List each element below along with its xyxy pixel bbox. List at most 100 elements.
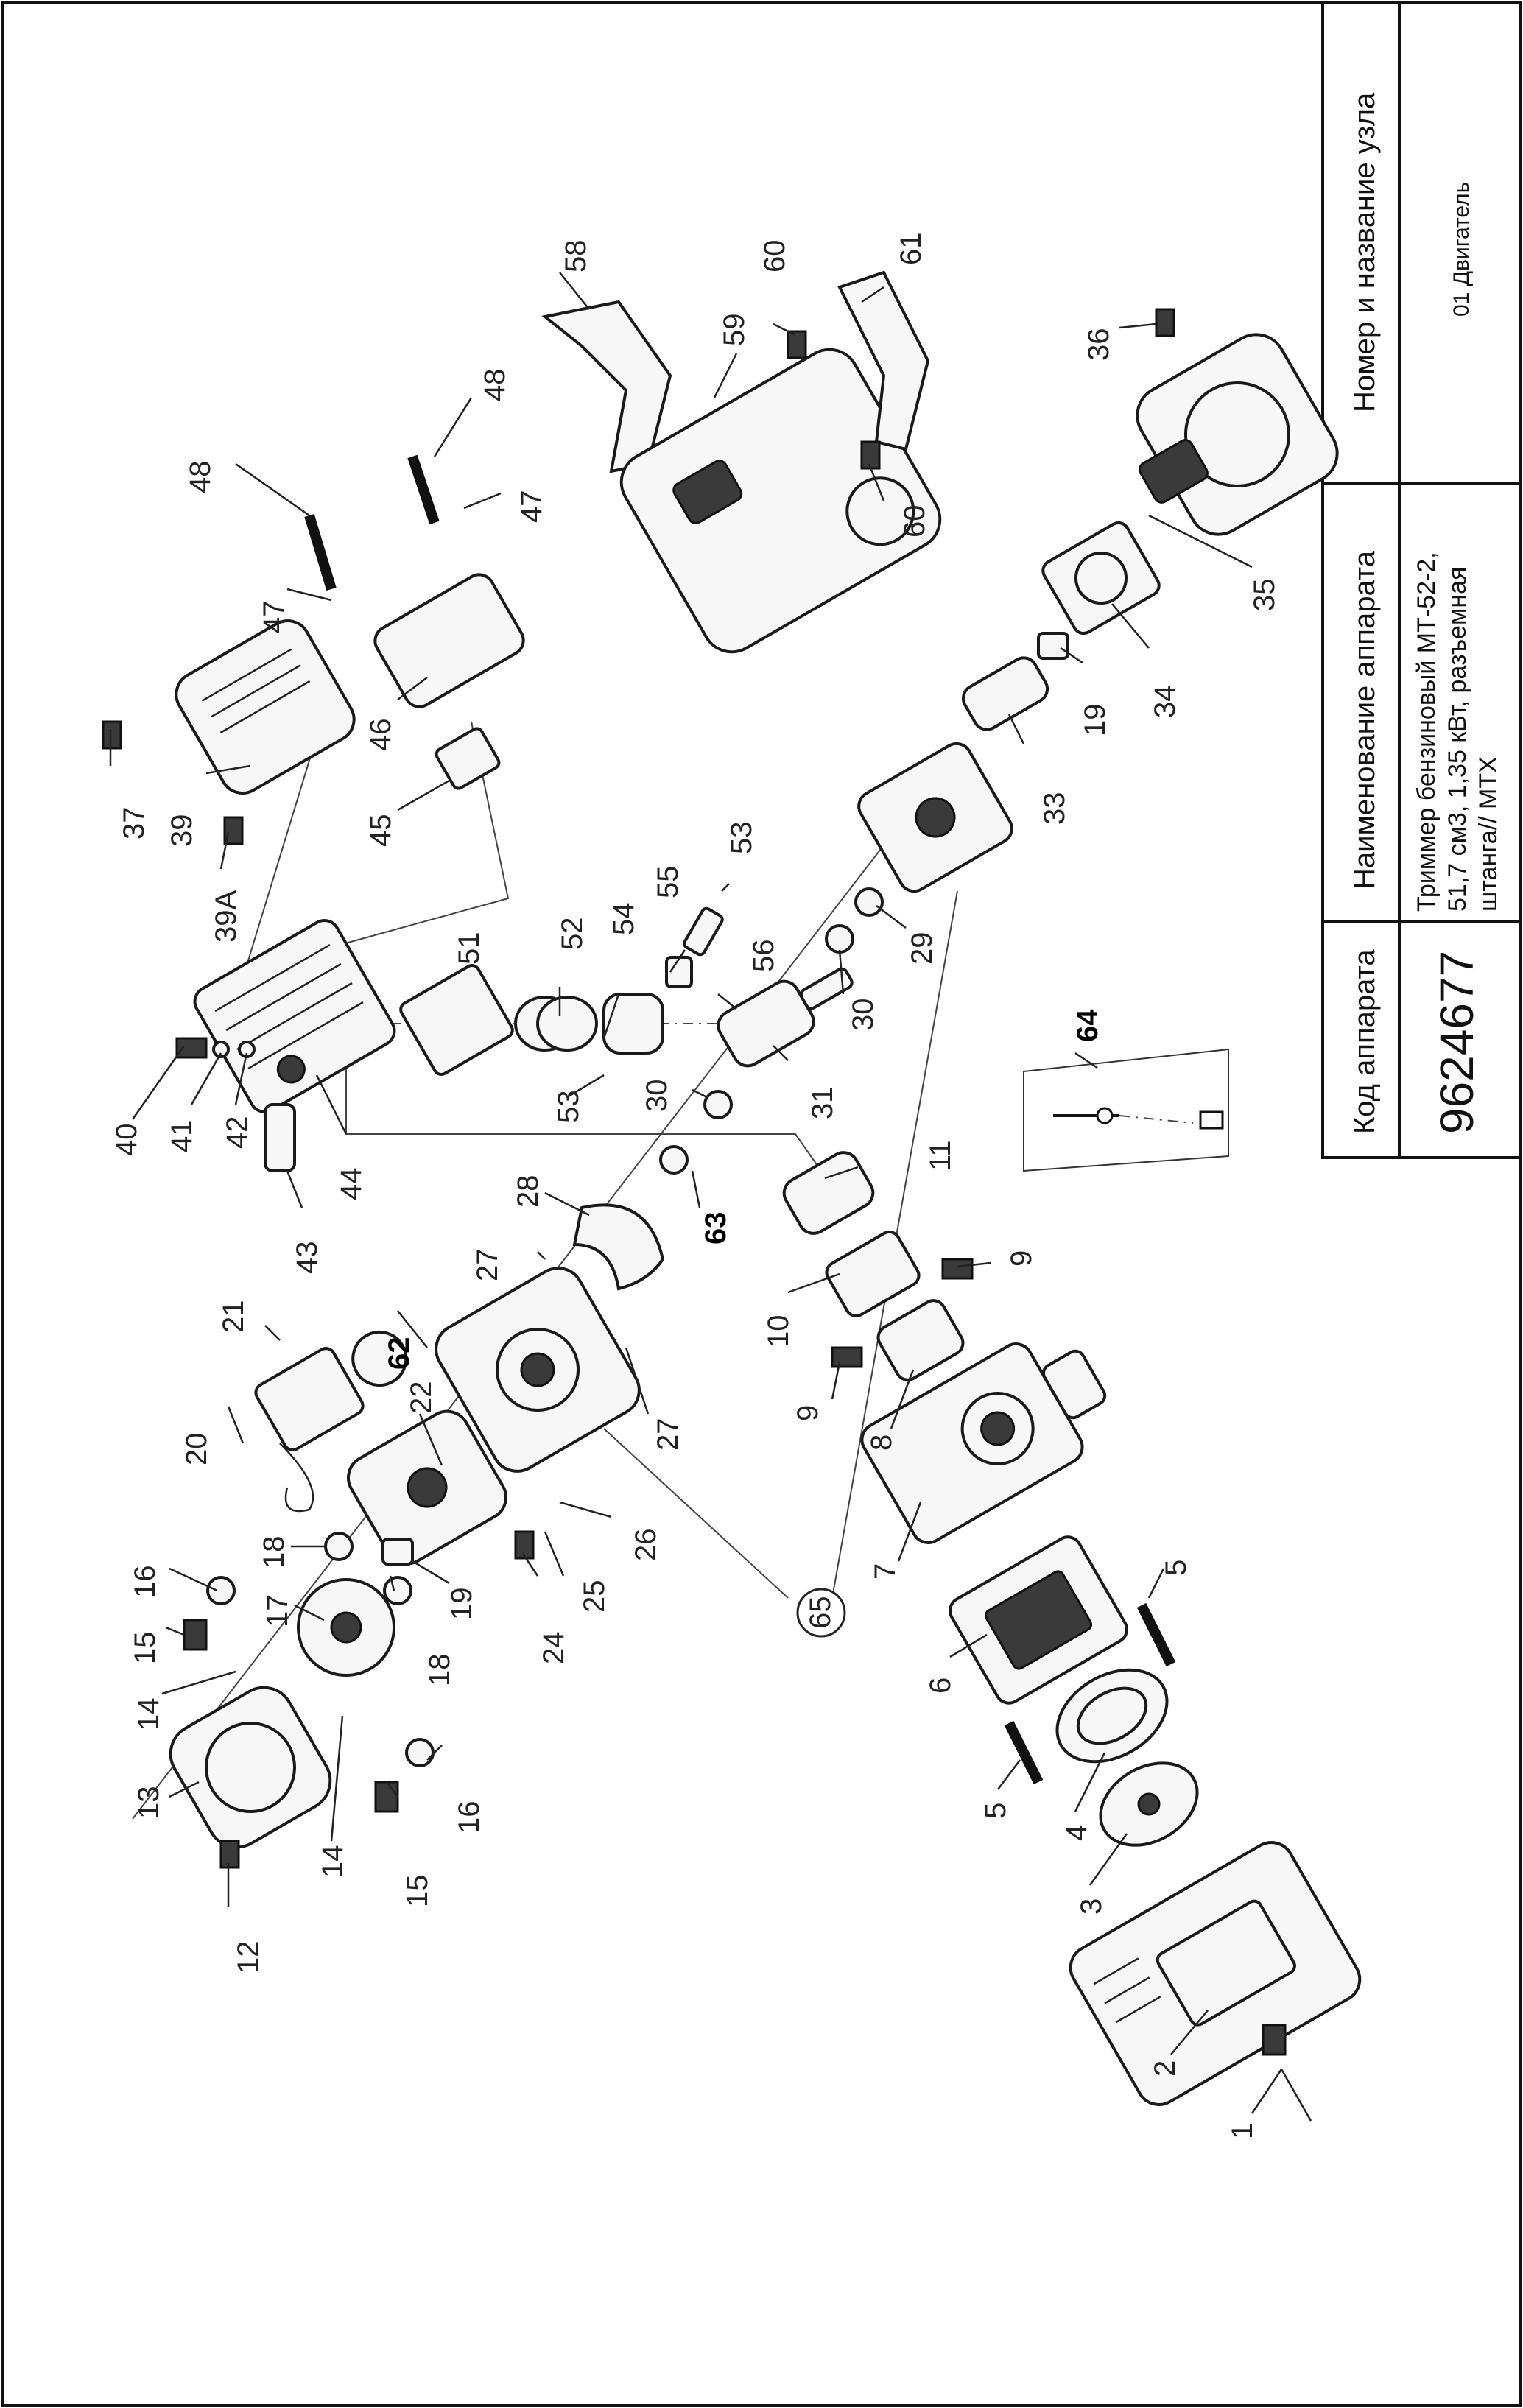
label-56: 56 [748, 940, 780, 973]
label-15b: 15 [401, 1875, 434, 1908]
label-37: 37 [118, 807, 150, 840]
label-5a: 5 [979, 1803, 1012, 1819]
label-59: 59 [718, 314, 750, 347]
label-9b: 9 [1005, 1250, 1038, 1267]
bearing-shape [703, 1090, 733, 1119]
label-19b: 19 [1079, 704, 1111, 737]
bracket-shape [541, 300, 672, 473]
label-45: 45 [365, 814, 397, 848]
label-48a: 48 [184, 461, 217, 494]
label-31: 31 [806, 1087, 839, 1120]
crankcase-shape [435, 1267, 641, 1473]
label-5b: 5 [1160, 1560, 1192, 1576]
label-42: 42 [221, 1116, 253, 1150]
unit-value: 01 Двигатель [1449, 182, 1474, 317]
label-65: 65 [804, 1596, 837, 1630]
bolt-head-shape [1155, 308, 1175, 337]
label-27a: 27 [471, 1249, 504, 1282]
label-40: 40 [110, 1124, 143, 1157]
label-11: 11 [924, 1140, 957, 1171]
carburetor-shape [860, 1342, 1107, 1544]
part-shapes [102, 270, 1362, 2106]
code-value: 9624677 [1430, 951, 1483, 1134]
label-30a: 30 [847, 999, 879, 1032]
label-48b: 48 [479, 369, 511, 402]
label-39a: 39A [210, 890, 242, 943]
label-30b: 30 [641, 1080, 673, 1113]
label-14a: 14 [133, 1698, 165, 1731]
bolt-head-shape [941, 1258, 974, 1280]
washer-shape [324, 1532, 354, 1561]
insulator-shape [825, 1230, 921, 1318]
bolt-shape [1136, 1602, 1176, 1667]
label-19a: 19 [446, 1588, 478, 1621]
label-14b: 14 [317, 1845, 349, 1879]
muffler-shape [373, 573, 525, 708]
label-24: 24 [538, 1632, 570, 1665]
piston-ring-shape [536, 996, 598, 1052]
bolt-head-shape [831, 1346, 863, 1368]
label-52: 52 [556, 918, 588, 951]
label-39: 39 [166, 814, 198, 848]
label-46: 46 [365, 719, 397, 752]
bearing-shape [381, 1538, 414, 1566]
washer-shape [383, 1576, 412, 1605]
washer-shape [405, 1738, 435, 1767]
label-13: 13 [133, 1786, 165, 1820]
label-47a: 47 [258, 601, 290, 634]
label-4: 4 [1061, 1825, 1093, 1841]
label-20: 20 [180, 1433, 213, 1466]
header-code: Код аппарата [1348, 949, 1381, 1134]
label-7: 7 [869, 1563, 901, 1580]
part-labels: 1 2 3 4 5 5 6 7 8 9 9 10 11 12 13 14 14 … [110, 233, 1281, 2140]
name-value-line2: 51,7 см3, 1,35 кВт, разъемная [1443, 567, 1471, 912]
label-1: 1 [1226, 2123, 1259, 2139]
bearing-shape [1037, 632, 1069, 660]
label-47b: 47 [516, 490, 548, 524]
label-17: 17 [261, 1595, 294, 1628]
label-60a: 60 [759, 240, 791, 273]
bolt-head-shape [102, 720, 122, 750]
header-unit: Номер и название узла [1348, 92, 1381, 412]
seal-shape [572, 1203, 665, 1291]
label-36: 36 [1083, 328, 1115, 362]
cylinder-gasket-shape [399, 964, 514, 1076]
flywheel-shape [347, 1409, 507, 1566]
label-8: 8 [865, 1434, 898, 1451]
label-6: 6 [924, 1677, 957, 1694]
label-9a: 9 [792, 1405, 824, 1421]
leader-lines [109, 272, 1312, 2122]
title-block: Код аппарата 9624677 Наименование аппара… [1321, 1, 1522, 1159]
label-35: 35 [1248, 579, 1281, 612]
bolt-shape [304, 513, 337, 591]
label-12: 12 [232, 1941, 264, 1974]
needle-bearing-shape [683, 906, 724, 957]
name-value-line1: Триммер бензиновый МТ-52-2, [1413, 552, 1441, 912]
label-27b: 27 [652, 1418, 684, 1451]
label-41: 41 [166, 1120, 198, 1153]
bearing-shape [659, 1145, 689, 1175]
bolt-head-shape [514, 1530, 535, 1560]
name-value-line3: штанга// МТХ [1474, 756, 1502, 912]
piston-shape [602, 993, 664, 1055]
bolt-shape [407, 454, 440, 525]
label-16a: 16 [129, 1566, 161, 1599]
label-2: 2 [1149, 2060, 1181, 2077]
fan-housing-shape [1069, 1841, 1362, 2106]
washer-shape [206, 1576, 236, 1605]
seal-shape [961, 656, 1049, 731]
label-28: 28 [512, 1175, 544, 1208]
label-64: 64 [1072, 1009, 1104, 1042]
label-51: 51 [453, 932, 485, 965]
cylinder-cover-shape [175, 619, 356, 795]
bolt-head-shape [787, 330, 807, 359]
label-18a: 18 [258, 1536, 290, 1569]
spark-plug-shape [264, 1103, 296, 1172]
label-54: 54 [608, 903, 640, 936]
label-26: 26 [630, 1529, 662, 1562]
label-15a: 15 [129, 1632, 161, 1665]
gasket-shape [876, 1299, 965, 1381]
clutch-shape [297, 1578, 395, 1677]
